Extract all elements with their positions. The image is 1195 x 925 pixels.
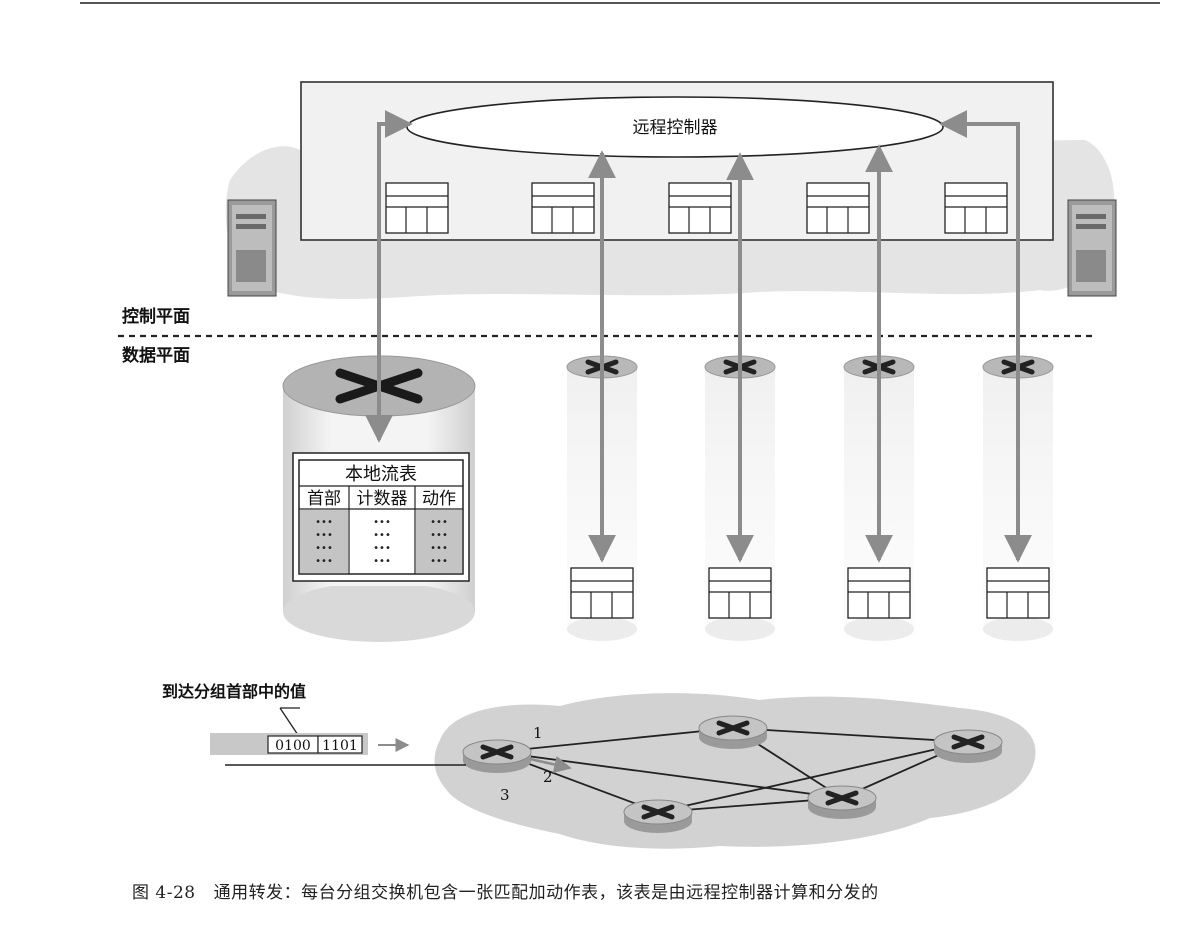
- packet-label: 到达分组首部中的值: [162, 682, 306, 701]
- link-arrow-5: [939, 110, 1032, 563]
- flow-cell-marker: •••: [373, 517, 391, 528]
- local-flow-table-col-action: 动作: [422, 489, 456, 509]
- network-router-1: [462, 739, 532, 773]
- local-flow-table: [292, 452, 470, 582]
- packet-bits-a: 0100: [275, 738, 311, 754]
- network-router-2: [698, 715, 768, 749]
- local-flow-table-title: 本地流表: [345, 464, 417, 485]
- local-flow-table-cells: ••• ••• ••• ••• ••• ••• ••• ••• ••• ••• …: [315, 517, 448, 567]
- port-label-1: 1: [533, 724, 543, 742]
- network-cloud: [434, 693, 1036, 849]
- figure-caption: 图 4-28 通用转发：每台分组交换机包含一张匹配加动作表，该表是由远程控制器计算…: [132, 878, 879, 903]
- network-router-5: [807, 785, 877, 819]
- flow-cell-marker: •••: [315, 543, 333, 554]
- flow-cell-marker: •••: [373, 530, 391, 541]
- controller-flow-table-3: [668, 182, 732, 234]
- flow-cell-marker: •••: [430, 556, 448, 567]
- figure-number: 图 4-28: [132, 883, 196, 903]
- packet-bits-b: 1101: [322, 738, 358, 754]
- controller-flow-table-5: [944, 182, 1008, 234]
- flow-cell-marker: •••: [315, 530, 333, 541]
- flow-cell-marker: •••: [315, 556, 333, 567]
- network-router-4: [623, 799, 693, 833]
- flow-cell-marker: •••: [430, 543, 448, 554]
- remote-controller-label: 远程控制器: [633, 118, 718, 138]
- server-icon-left: [227, 199, 277, 297]
- port-label-3: 3: [500, 786, 510, 804]
- flow-cell-marker: •••: [430, 530, 448, 541]
- flow-cell-marker: •••: [430, 517, 448, 528]
- server-icon-right: [1067, 199, 1117, 297]
- control-plane-label: 控制平面: [122, 306, 190, 327]
- forward-arrow: [529, 756, 572, 774]
- flow-cell-marker: •••: [373, 556, 391, 567]
- link-arrow-1: [365, 110, 413, 443]
- packet-header: [210, 733, 368, 755]
- figure-caption-text: 通用转发：每台分组交换机包含一张匹配加动作表，该表是由远程控制器计算和分发的: [213, 883, 879, 903]
- port-label-2: 2: [543, 768, 553, 786]
- controller-flow-table-4: [806, 182, 870, 234]
- flow-cell-marker: •••: [373, 543, 391, 554]
- controller-flow-table-2: [531, 182, 595, 234]
- local-flow-table-col-counter: 计数器: [357, 489, 408, 509]
- data-plane-label: 数据平面: [122, 345, 190, 366]
- controller-flow-table-1: [385, 182, 449, 234]
- flow-cell-marker: •••: [315, 517, 333, 528]
- local-flow-table-col-header: 首部: [307, 489, 341, 509]
- network-router-3: [933, 729, 1003, 763]
- controller-switch-links: [365, 110, 1032, 563]
